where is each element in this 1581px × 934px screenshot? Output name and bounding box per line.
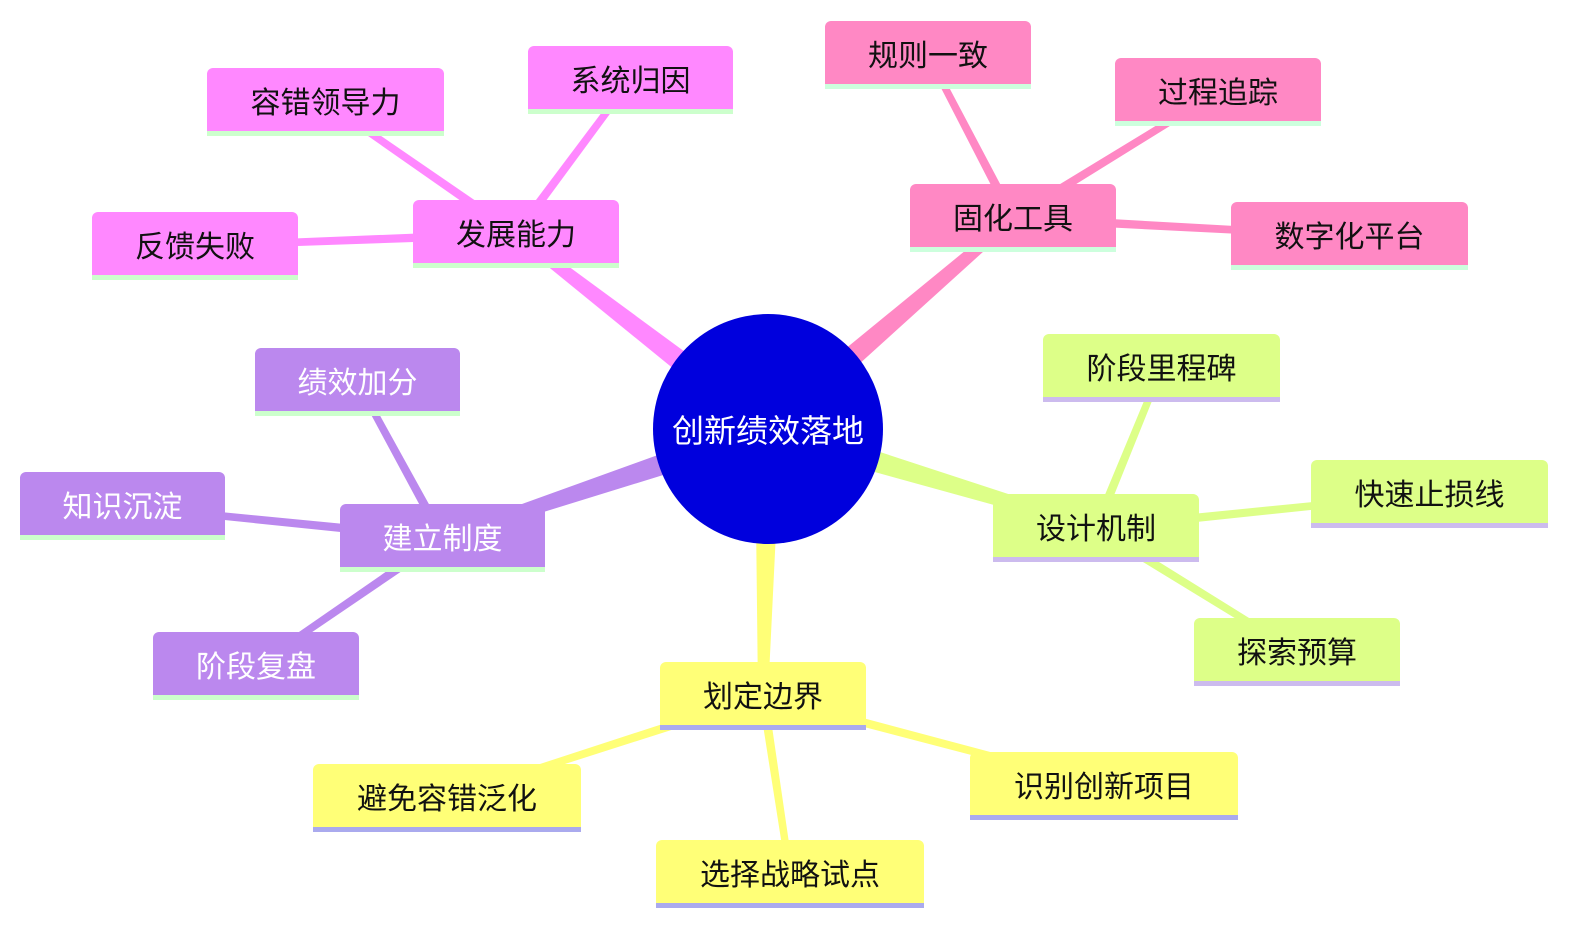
leaf-consistent-rules[interactable]: 规则一致 <box>825 21 1031 89</box>
leaf-system-attribution[interactable]: 系统归因 <box>528 46 733 114</box>
branch-define-boundary[interactable]: 划定边界 <box>660 662 866 730</box>
edge-boundary-leaf-2 <box>758 695 794 875</box>
central-topic[interactable]: 创新绩效落地 <box>653 314 883 544</box>
leaf-digital-platform[interactable]: 数字化平台 <box>1231 202 1468 270</box>
branch-develop-ability[interactable]: 发展能力 <box>413 200 619 268</box>
branch-design-mechanism[interactable]: 设计机制 <box>993 494 1199 562</box>
edge-mechanism-leaf-0 <box>1091 366 1165 530</box>
branch-solidify-tools[interactable]: 固化工具 <box>910 184 1116 252</box>
leaf-identify-innovation-projects[interactable]: 识别创新项目 <box>970 752 1238 820</box>
branch-establish-system[interactable]: 建立制度 <box>340 504 545 572</box>
leaf-exploration-budget[interactable]: 探索预算 <box>1194 618 1400 686</box>
leaf-tolerant-leadership[interactable]: 容错领导力 <box>207 68 444 136</box>
leaf-stage-milestones[interactable]: 阶段里程碑 <box>1043 334 1280 402</box>
edge-system-leaf-0 <box>354 380 447 541</box>
leaf-quick-stop-loss[interactable]: 快速止损线 <box>1311 460 1548 528</box>
edge-tools-leaf-0 <box>924 53 1017 221</box>
leaf-stage-review[interactable]: 阶段复盘 <box>153 632 359 700</box>
leaf-select-strategic-pilots[interactable]: 选择战略试点 <box>656 840 924 908</box>
leaf-feedback-failure[interactable]: 反馈失败 <box>92 212 298 280</box>
edge-develop-leaf-1 <box>512 77 634 237</box>
leaf-avoid-overgeneralization[interactable]: 避免容错泛化 <box>313 764 581 832</box>
leaf-process-tracking[interactable]: 过程追踪 <box>1115 58 1321 126</box>
leaf-knowledge-accumulation[interactable]: 知识沉淀 <box>20 472 225 540</box>
leaf-performance-bonus[interactable]: 绩效加分 <box>255 348 460 416</box>
